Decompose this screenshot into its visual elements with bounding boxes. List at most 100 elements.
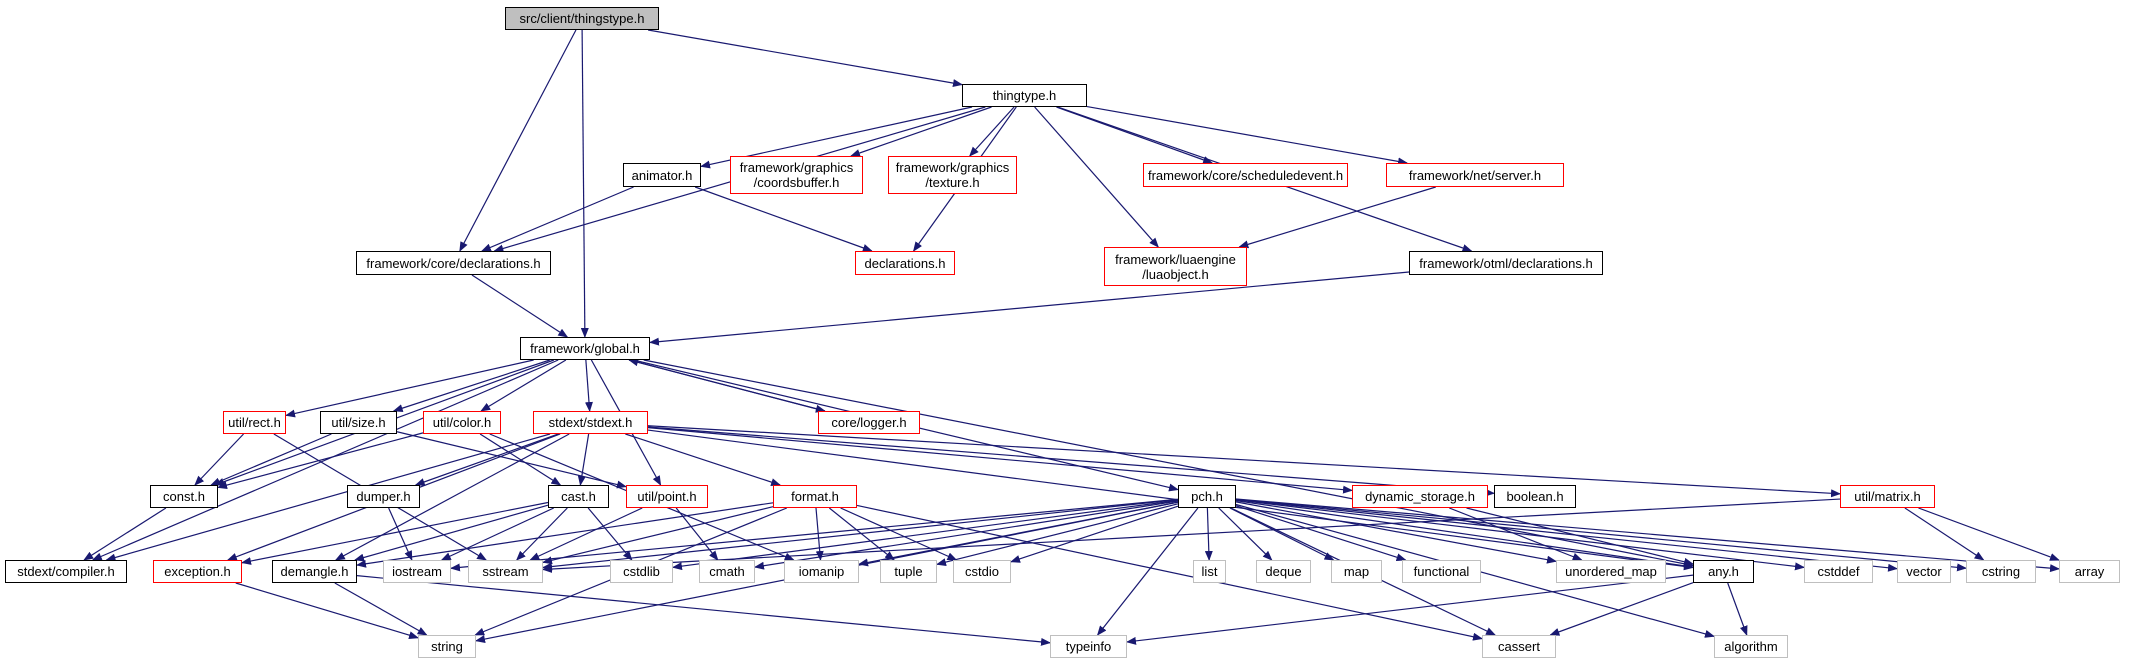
edge-pch-to-iostream <box>450 498 1179 572</box>
edge-any-to-algorithm <box>1727 582 1748 636</box>
edge-matrix-to-cstring <box>1904 507 1985 561</box>
edge-stdext-to-demangle <box>334 433 570 561</box>
edge-global-to-any <box>643 359 1694 568</box>
node-dumper[interactable]: dumper.h <box>347 485 420 508</box>
edge-pch-to-tuple <box>936 503 1179 567</box>
node-luaobject[interactable]: framework/luaengine /luaobject.h <box>1104 247 1247 286</box>
node-global[interactable]: framework/global.h <box>520 337 650 360</box>
node-size[interactable]: util/size.h <box>320 411 397 434</box>
node-color[interactable]: util/color.h <box>423 411 501 434</box>
node-deque[interactable]: deque <box>1256 560 1311 583</box>
node-cstring[interactable]: cstring <box>1966 560 2036 583</box>
node-unordered[interactable]: unordered_map <box>1556 560 1666 583</box>
node-server[interactable]: framework/net/server.h <box>1386 163 1564 187</box>
edge-stdext-to-matrix <box>647 425 1841 498</box>
edge-pch-to-array <box>1235 498 2060 573</box>
edge-stdext-to-boolean <box>647 426 1495 497</box>
node-functional[interactable]: functional <box>1402 560 1481 583</box>
node-cstdlib[interactable]: cstdlib <box>610 560 673 583</box>
node-point[interactable]: util/point.h <box>626 485 708 508</box>
edge-cast-to-demangle <box>354 504 549 562</box>
node-thingtype[interactable]: thingtype.h <box>962 84 1087 107</box>
edge-color-to-const <box>217 432 424 489</box>
edge-pch-to-map <box>1229 507 1335 561</box>
edge-server-to-luaobject <box>1238 186 1436 249</box>
node-cmath[interactable]: cmath <box>699 560 755 583</box>
node-animator[interactable]: animator.h <box>623 163 701 187</box>
edge-size-to-const <box>210 433 332 486</box>
edge-pch-to-list <box>1204 507 1213 561</box>
edge-global-to-stdext <box>584 359 593 412</box>
node-iostream[interactable]: iostream <box>383 560 451 583</box>
node-iomanip[interactable]: iomanip <box>784 560 859 583</box>
edge-const-to-compiler <box>83 507 167 561</box>
node-string[interactable]: string <box>418 635 476 658</box>
node-any[interactable]: any.h <box>1693 560 1754 583</box>
edge-pch-to-typeinfo <box>1096 507 1199 636</box>
edge-pch-to-functional <box>1235 505 1407 562</box>
edge-exception-to-string <box>235 582 419 640</box>
node-cassert[interactable]: cassert <box>1482 635 1556 658</box>
edge-stdext-to-dynamic <box>647 427 1353 494</box>
node-root[interactable]: src/client/thingstype.h <box>505 7 659 30</box>
node-rect[interactable]: util/rect.h <box>223 411 286 434</box>
node-map[interactable]: map <box>1331 560 1382 583</box>
node-compiler[interactable]: stdext/compiler.h <box>5 560 127 583</box>
edge-thingtype-to-scheduledevent <box>1056 106 1214 164</box>
node-vector[interactable]: vector <box>1897 560 1951 583</box>
edge-thingtype-to-server <box>1086 105 1408 166</box>
edge-pch-to-unordered <box>1235 501 1557 564</box>
edge-stdext-to-compiler <box>105 433 551 562</box>
node-stdext[interactable]: stdext/stdext.h <box>533 411 648 434</box>
node-tuple[interactable]: tuple <box>880 560 937 583</box>
node-algorithm[interactable]: algorithm <box>1714 635 1788 658</box>
edge-dumper-to-iostream <box>388 507 413 561</box>
edge-pch-to-vector <box>1235 498 1898 572</box>
edge-pch-to-cstdlib <box>672 499 1179 571</box>
edge-size-to-point <box>396 431 627 489</box>
edge-root-to-coredecl <box>459 29 577 252</box>
edge-demangle-to-typeinfo <box>356 575 1051 646</box>
node-const[interactable]: const.h <box>150 485 218 508</box>
node-scheduledevent[interactable]: framework/core/scheduledevent.h <box>1143 163 1348 187</box>
edge-dynamic-to-any <box>1466 507 1694 566</box>
edge-pch-to-deque <box>1218 507 1273 561</box>
node-typeinfo[interactable]: typeinfo <box>1050 635 1127 658</box>
node-pch[interactable]: pch.h <box>1178 485 1236 508</box>
edge-global-to-color <box>480 359 567 412</box>
node-list[interactable]: list <box>1193 560 1226 583</box>
node-sstream[interactable]: sstream <box>468 560 543 583</box>
node-array[interactable]: array <box>2059 560 2120 583</box>
edge-rect-to-const <box>194 433 244 486</box>
edge-thingtype-to-luaobject <box>1034 106 1159 248</box>
edge-dynamic-to-unordered <box>1449 507 1583 561</box>
node-matrix[interactable]: util/matrix.h <box>1840 485 1935 508</box>
node-dynamic[interactable]: dynamic_storage.h <box>1352 485 1488 508</box>
edge-pch-to-sstream <box>542 499 1179 571</box>
node-logger[interactable]: core/logger.h <box>818 411 920 434</box>
edge-cast-to-sstream <box>515 507 568 561</box>
edge-stdext-to-format <box>625 433 782 486</box>
node-coordsbuffer[interactable]: framework/graphics /coordsbuffer.h <box>730 156 863 194</box>
node-boolean[interactable]: boolean.h <box>1494 485 1576 508</box>
edge-stdext-to-cast <box>577 433 590 486</box>
node-exception[interactable]: exception.h <box>153 560 242 583</box>
edge-logger-to-global <box>628 358 826 412</box>
node-declarations[interactable]: declarations.h <box>855 251 955 275</box>
edge-global-to-compiler <box>91 359 559 561</box>
edge-stdext-to-dumper <box>414 433 559 486</box>
node-coredecl[interactable]: framework/core/declarations.h <box>356 251 551 275</box>
edge-pch-to-any <box>1235 500 1694 570</box>
node-demangle[interactable]: demangle.h <box>272 560 357 583</box>
edge-cast-to-exception <box>241 501 549 565</box>
node-otmldecl[interactable]: framework/otml/declarations.h <box>1409 251 1603 275</box>
node-cstddef[interactable]: cstddef <box>1804 560 1873 583</box>
node-texture[interactable]: framework/graphics /texture.h <box>888 156 1017 194</box>
edge-stdext-to-any <box>647 429 1694 571</box>
edge-thingtype-to-texture <box>969 106 1015 157</box>
node-cstdio[interactable]: cstdio <box>953 560 1011 583</box>
edge-root-to-global <box>580 29 589 338</box>
node-cast[interactable]: cast.h <box>548 485 609 508</box>
node-format[interactable]: format.h <box>773 485 857 508</box>
